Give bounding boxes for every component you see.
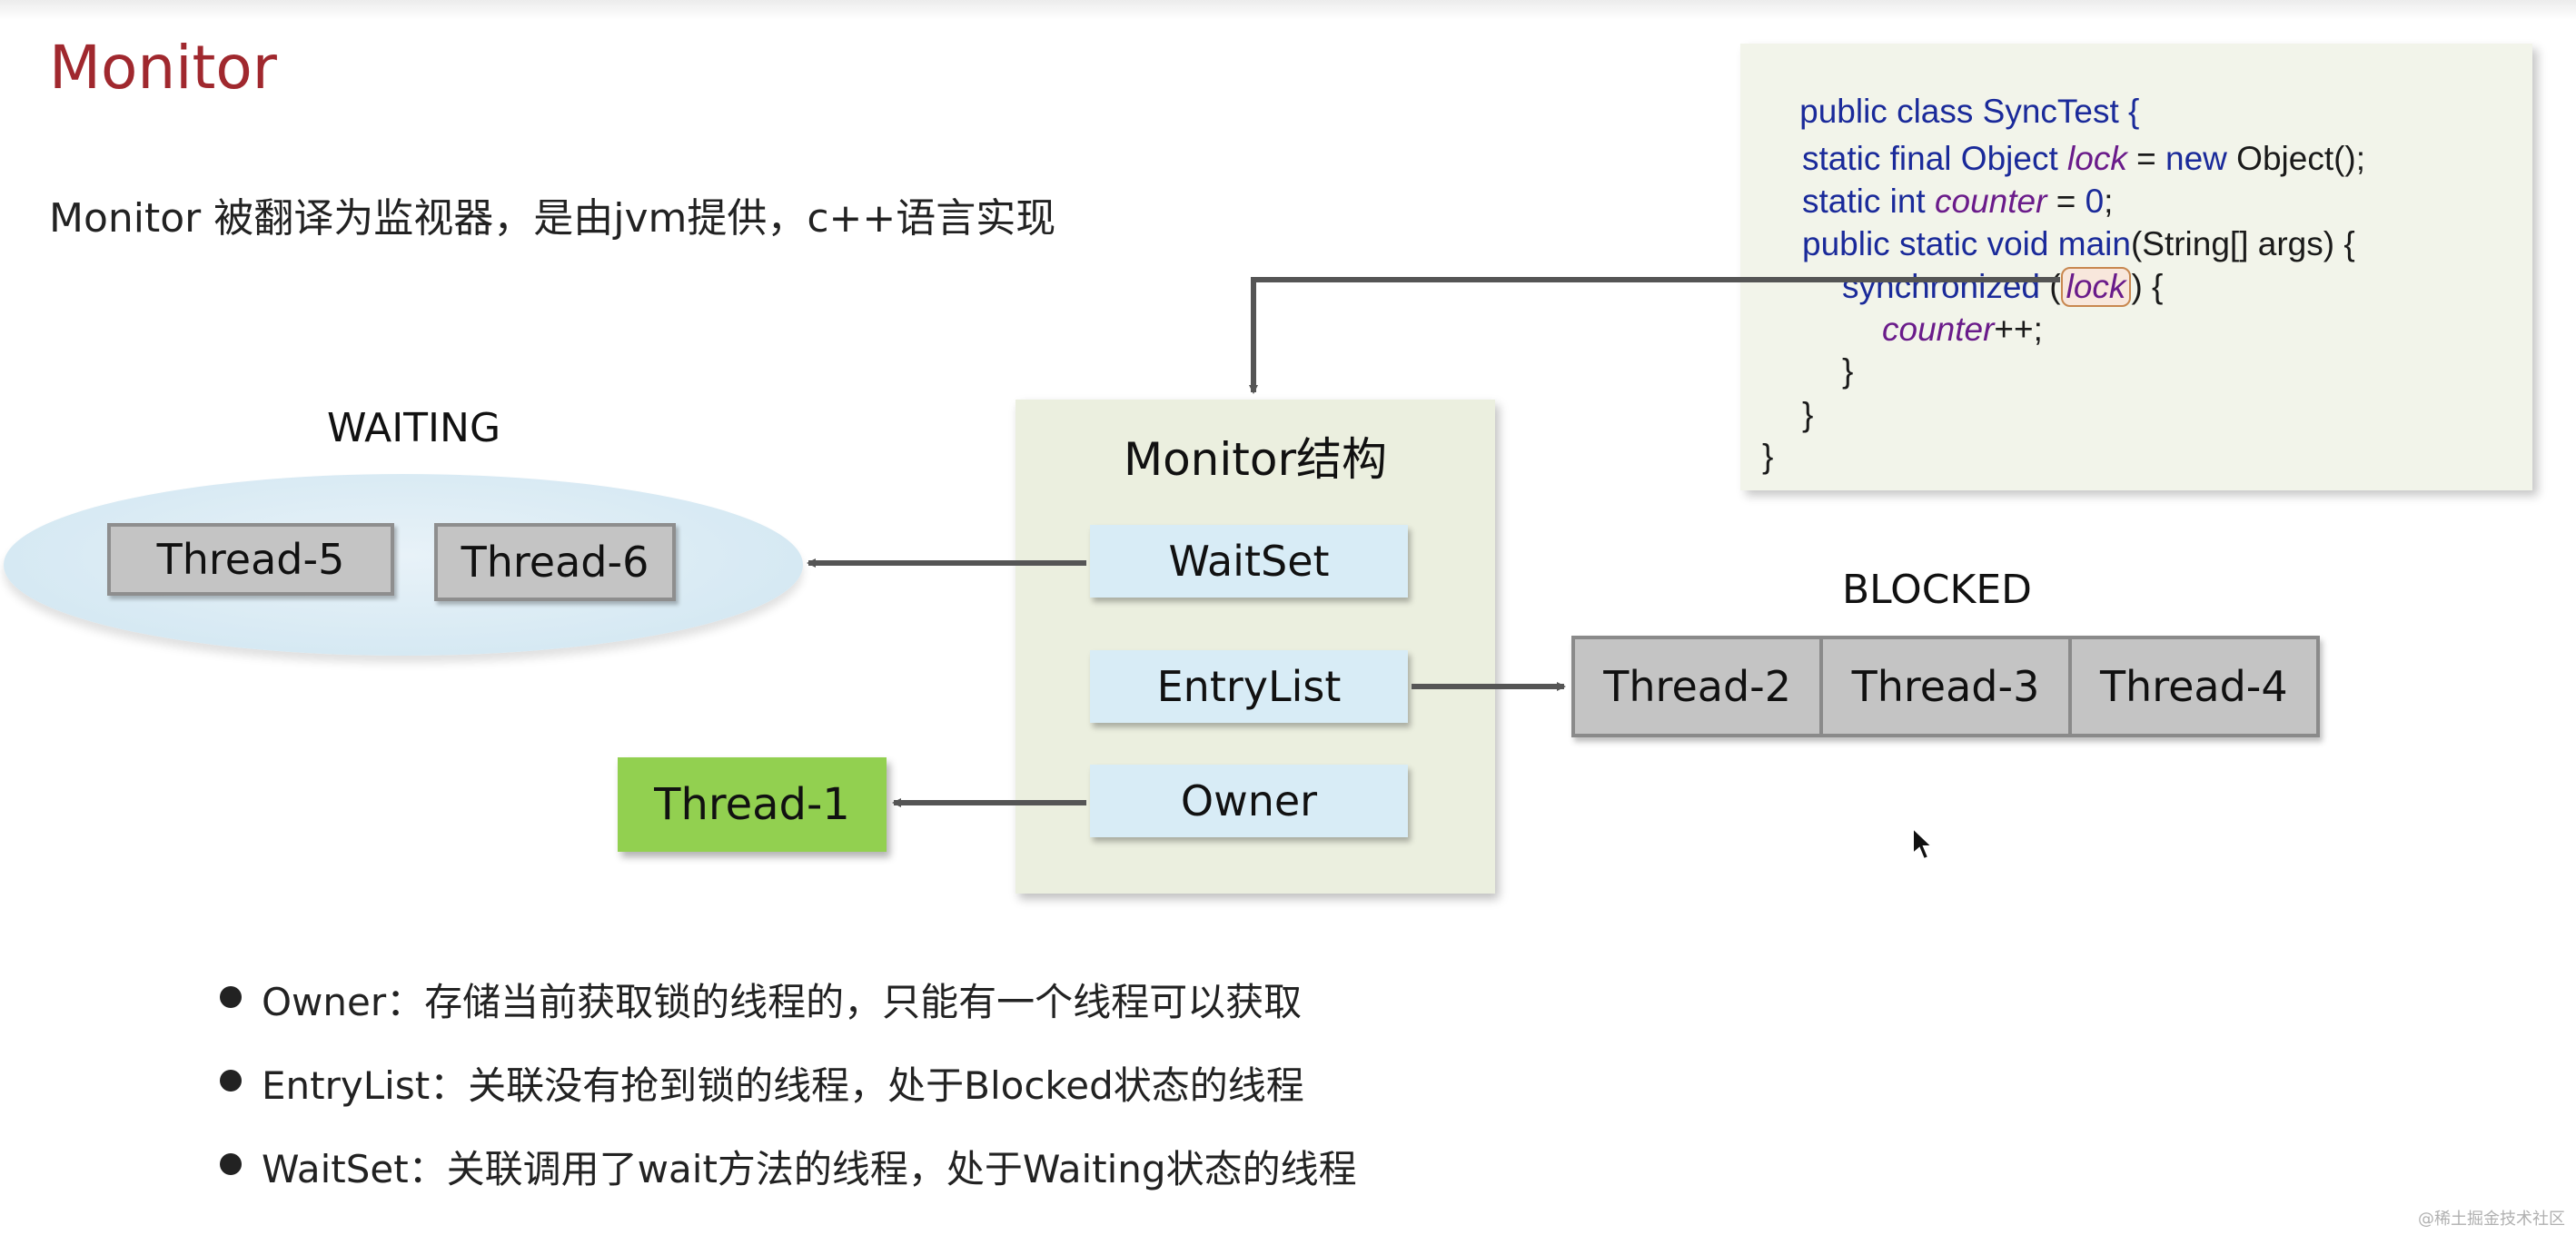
code-token: ; — [2104, 183, 2114, 220]
code-token: ) { — [2131, 268, 2164, 305]
code-number: 0 — [2085, 183, 2105, 220]
code-token: static int — [1802, 183, 1935, 220]
mouse-cursor-icon — [1912, 826, 1935, 861]
code-panel: public class SyncTest { static final Obj… — [1740, 44, 2532, 490]
blocked-queue: Thread-2 Thread-3 Thread-4 — [1571, 636, 2320, 737]
code-keyword: synchronized — [1842, 268, 2041, 305]
code-token: } — [1802, 396, 1814, 433]
code-var: lock — [2067, 140, 2127, 177]
waiting-label: WAITING — [327, 405, 501, 451]
waitset-slot: WaitSet — [1090, 525, 1408, 598]
code-line-increment: counter++; — [1882, 311, 2043, 349]
bullet-item: Owner：存储当前获取锁的线程的，只能有一个线程可以获取 — [220, 972, 1303, 1027]
code-token: Object(); — [2226, 140, 2366, 177]
code-token: ++; — [1994, 311, 2043, 348]
code-token: (String[] args) { — [2130, 225, 2355, 262]
top-edge — [0, 0, 2576, 20]
monitor-title: Monitor结构 — [1123, 433, 1388, 486]
code-token: public class SyncTest { — [1799, 93, 2140, 130]
code-line-counter: static int counter = 0; — [1802, 183, 2113, 221]
code-token: } — [1762, 438, 1774, 475]
code-line-lock: static final Object lock = new Object(); — [1802, 140, 2365, 178]
code-token: public static void — [1802, 225, 2058, 262]
lock-highlight: lock — [2060, 267, 2132, 307]
bullet-text: WaitSet：关联调用了wait方法的线程，处于Waiting状态的线程 — [262, 1147, 1357, 1191]
code-token: = — [2126, 140, 2165, 177]
code-var: counter — [1935, 183, 2047, 220]
entrylist-slot: EntryList — [1090, 650, 1408, 723]
bullet-dot-icon — [220, 1153, 242, 1175]
page-title: Monitor — [49, 33, 277, 103]
thread-box-blocked: Thread-4 — [2071, 639, 2316, 734]
bullet-dot-icon — [220, 1070, 242, 1092]
thread-box-blocked: Thread-3 — [1823, 639, 2072, 734]
thread-box-waiting: Thread-6 — [434, 523, 676, 601]
code-line-close-main: } — [1802, 396, 1813, 434]
code-line-close-class: } — [1762, 438, 1773, 476]
bullet-text: EntryList：关联没有抢到锁的线程，处于Blocked状态的线程 — [262, 1063, 1304, 1108]
code-var: counter — [1882, 311, 1995, 348]
code-line-class: public class SyncTest { — [1762, 54, 2139, 169]
thread-box-waiting: Thread-5 — [107, 523, 394, 596]
bullet-text: Owner：存储当前获取锁的线程的，只能有一个线程可以获取 — [262, 980, 1303, 1024]
owner-thread: Thread-1 — [618, 757, 887, 852]
bullet-dot-icon — [220, 986, 242, 1008]
watermark: @稀土掘金技术社区 — [2418, 1210, 2565, 1229]
slide-subtitle: Monitor 被翻译为监视器，是由jvm提供，c++语言实现 — [49, 195, 1056, 242]
blocked-label: BLOCKED — [1842, 567, 2033, 613]
owner-slot: Owner — [1090, 765, 1408, 837]
code-token: = — [2046, 183, 2086, 220]
code-keyword: new — [2165, 140, 2227, 177]
code-token: static final Object — [1802, 140, 2068, 177]
code-line-main: public static void main(String[] args) { — [1802, 225, 2355, 263]
monitor-structure: Monitor结构 WaitSet EntryList Owner — [1016, 400, 1495, 894]
code-method: main — [2057, 225, 2131, 262]
code-token: } — [1842, 352, 1854, 390]
lock-to-monitor-arrow — [1249, 277, 2060, 394]
bullet-item: EntryList：关联没有抢到锁的线程，处于Blocked状态的线程 — [220, 1055, 1304, 1111]
thread-box-blocked: Thread-2 — [1575, 639, 1824, 734]
bullet-item: WaitSet：关联调用了wait方法的线程，处于Waiting状态的线程 — [220, 1139, 1357, 1194]
code-line-close-sync: } — [1842, 352, 1853, 390]
